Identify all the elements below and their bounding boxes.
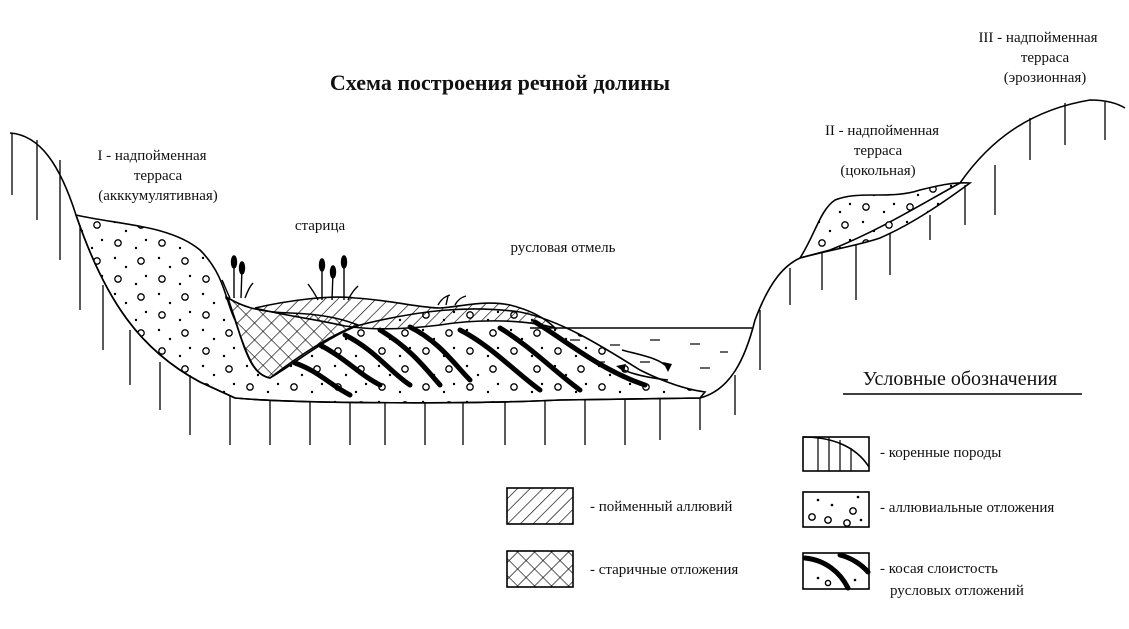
terrace2-label: II - надпойменная терраса (цокольная) — [825, 123, 939, 179]
legend-alluvial-swatch — [802, 491, 870, 528]
terrace2-alluvium — [798, 182, 973, 260]
legend-floodplain-label: - пойменный аллювий — [590, 499, 732, 515]
legend: Условные обозначения - коренные породы -… — [506, 368, 1082, 599]
cross-bedding — [292, 319, 648, 398]
legend-bedrock-label: - коренные породы — [880, 445, 1001, 461]
terrace3-label: III - надпойменная терраса (эрозионная) — [978, 30, 1097, 86]
svg-text:терраса: терраса — [1021, 50, 1070, 66]
svg-text:II - надпойменная: II - надпойменная — [825, 123, 939, 139]
svg-text:III - надпойменная: III - надпойменная — [978, 30, 1097, 46]
legend-cross-bedding-label-2: русловых отложений — [890, 583, 1024, 599]
svg-text:(акккумулятивная): (акккумулятивная) — [98, 188, 218, 204]
oxbow-label: старица — [295, 218, 346, 234]
legend-floodplain-swatch — [506, 487, 574, 525]
legend-cross-bedding-label-1: - косая слоистость — [880, 561, 998, 577]
svg-text:(эрозионная): (эрозионная) — [1004, 70, 1087, 86]
svg-text:терраса: терраса — [134, 168, 183, 184]
terrace1-label: I - надпойменная терраса (акккумулятивна… — [97, 148, 217, 204]
legend-oxbow-swatch — [506, 550, 574, 588]
reeds — [221, 255, 467, 306]
shoal-label: русловая отмель — [511, 240, 616, 256]
river-water — [530, 327, 752, 381]
diagram-title: Схема построения речной долины — [330, 70, 670, 95]
legend-title: Условные обозначения — [863, 368, 1057, 390]
legend-oxbow-label: - старичные отложения — [590, 562, 738, 578]
legend-alluvial-label: - аллювиальные отложения — [880, 500, 1054, 516]
legend-bedrock-swatch — [802, 436, 870, 472]
svg-text:терраса: терраса — [854, 143, 903, 159]
legend-cross-bedding-swatch — [802, 552, 871, 591]
svg-text:I - надпойменная: I - надпойменная — [97, 148, 206, 164]
svg-text:(цокольная): (цокольная) — [840, 163, 915, 179]
oxbow-deposits — [226, 296, 361, 379]
